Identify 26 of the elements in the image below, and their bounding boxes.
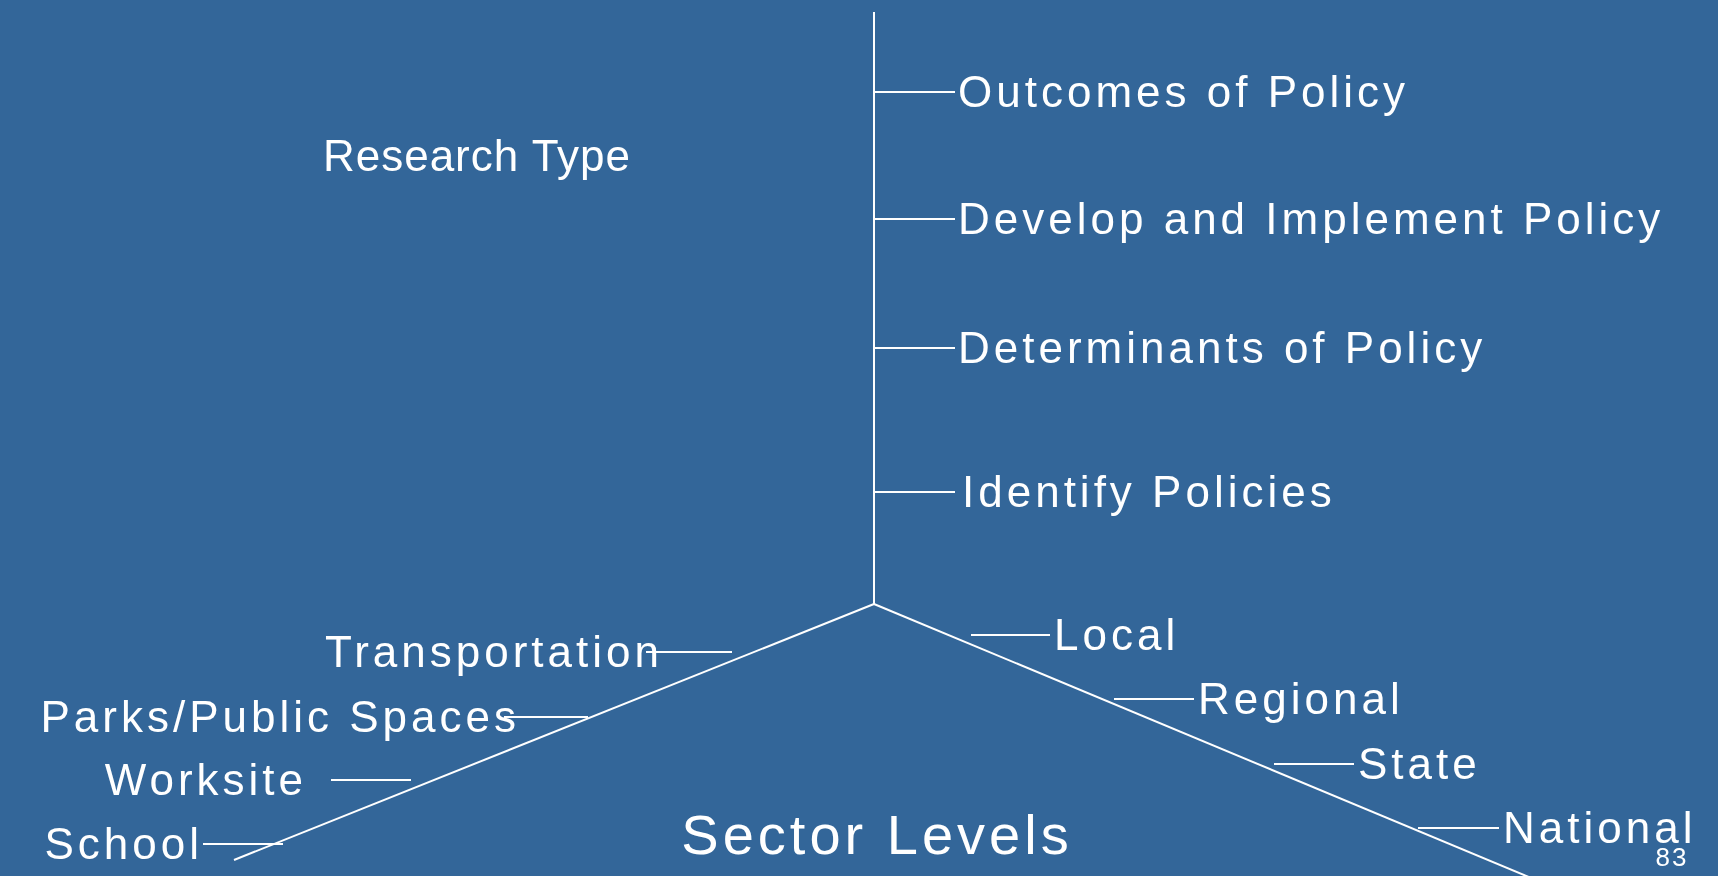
leader-line bbox=[1113, 698, 1195, 700]
leader-line bbox=[873, 347, 956, 349]
axis-category-label: Develop and Implement Policy bbox=[958, 192, 1665, 246]
axis-category-label: Determinants of Policy bbox=[958, 321, 1487, 375]
axis-category-label: Transportation bbox=[324, 625, 663, 679]
leader-line bbox=[970, 634, 1051, 636]
axis-title: Research Type bbox=[322, 129, 632, 182]
axis-category-label: Local bbox=[1054, 608, 1180, 662]
leader-line bbox=[1417, 827, 1500, 829]
leader-line bbox=[873, 91, 956, 93]
leader-line bbox=[1273, 763, 1355, 765]
leader-line bbox=[645, 651, 733, 653]
axis-category-label: State bbox=[1358, 737, 1481, 791]
axis-category-label: Identify Policies bbox=[962, 465, 1336, 519]
leader-line bbox=[873, 491, 956, 493]
leader-line bbox=[330, 779, 412, 781]
axis-category-label: Outcomes of Policy bbox=[958, 65, 1410, 119]
axis-category-label: Regional bbox=[1198, 672, 1404, 726]
axis-category-label: School bbox=[44, 817, 203, 871]
axis-category-label: Worksite bbox=[104, 753, 307, 807]
page-number: 83 bbox=[1655, 842, 1689, 874]
leader-line bbox=[202, 843, 284, 845]
axis-title: Sector Levels bbox=[681, 802, 1073, 869]
axis-category-label: Parks/Public Spaces bbox=[40, 690, 520, 744]
leader-line bbox=[503, 716, 589, 718]
leader-line bbox=[873, 218, 956, 220]
